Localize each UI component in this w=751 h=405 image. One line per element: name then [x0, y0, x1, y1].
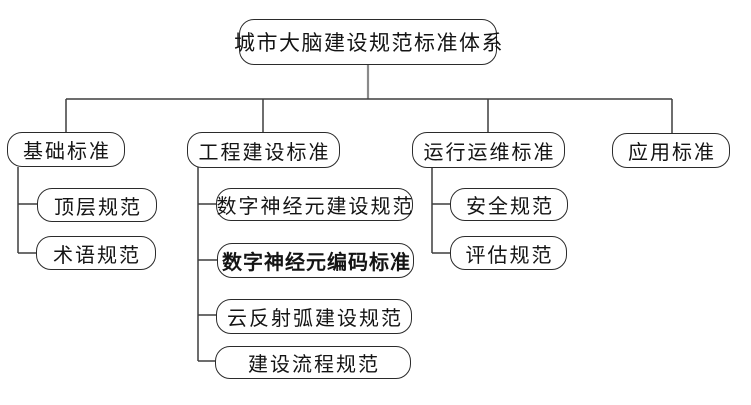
node-application-standards-label: 应用标准 — [628, 142, 716, 164]
node-operation-standards-label: 运行运维标准 — [423, 141, 556, 164]
node-digital-neuron-construction-spec: 数字神经元建设规范 — [216, 188, 413, 221]
node-construction-process-spec-label: 建设流程规范 — [248, 354, 380, 376]
node-top-level-spec-label: 顶层规范 — [54, 196, 142, 219]
node-cloud-reflex-arc-spec-label: 云反射弧建设规范 — [227, 308, 403, 330]
node-digital-neuron-coding-standard: 数字神经元编码标准 — [217, 243, 414, 278]
branch-basic-connector — [17, 167, 37, 254]
node-terminology-spec-label: 术语规范 — [53, 244, 141, 267]
node-operation-standards: 运行运维标准 — [412, 132, 565, 168]
node-cloud-reflex-arc-spec: 云反射弧建设规范 — [216, 299, 412, 334]
node-basic-standards-label: 基础标准 — [23, 141, 111, 163]
node-safety-spec: 安全规范 — [450, 188, 568, 221]
node-digital-neuron-coding-standard-label: 数字神经元编码标准 — [222, 252, 411, 274]
node-engineering-standards: 工程建设标准 — [187, 132, 340, 168]
branch-operation-connector — [431, 168, 450, 254]
node-engineering-standards-label: 工程建设标准 — [198, 141, 331, 164]
node-terminology-spec: 术语规范 — [36, 236, 156, 270]
node-basic-standards: 基础标准 — [7, 132, 125, 167]
node-root: 城市大脑建设规范标准体系 — [234, 19, 503, 65]
node-root-label: 城市大脑建设规范标准体系 — [234, 31, 504, 55]
branch-engineering-connector — [197, 167, 217, 362]
node-evaluation-spec-label: 评估规范 — [465, 244, 554, 267]
node-digital-neuron-construction-spec-label: 数字神经元建设规范 — [216, 196, 415, 218]
node-top-level-spec: 顶层规范 — [37, 188, 157, 222]
node-construction-process-spec: 建设流程规范 — [215, 346, 411, 379]
node-evaluation-spec: 评估规范 — [450, 236, 567, 270]
node-application-standards: 应用标准 — [612, 133, 730, 168]
node-safety-spec-label: 安全规范 — [466, 196, 554, 218]
